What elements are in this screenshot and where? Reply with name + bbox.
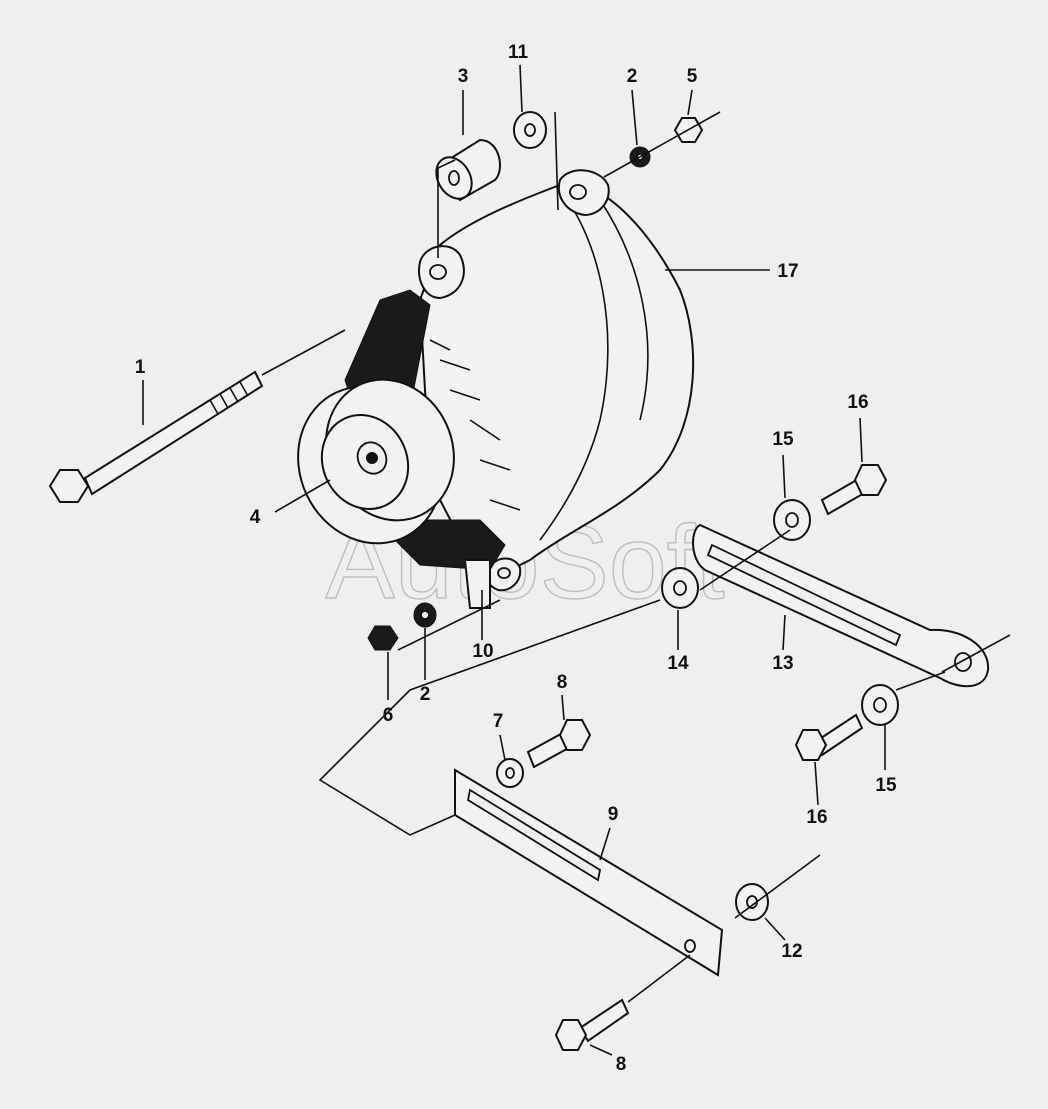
callout-3: 3 xyxy=(458,66,469,87)
callout-17: 17 xyxy=(777,261,798,282)
callout-6: 6 xyxy=(383,705,394,726)
callouts: 1 2 2 3 4 5 6 7 8 8 9 10 11 12 13 14 15 … xyxy=(135,42,897,1075)
adjusting-strap-9 xyxy=(454,768,724,977)
callout-13: 13 xyxy=(772,653,793,674)
callout-12: 12 xyxy=(781,941,802,962)
spacer-bush xyxy=(435,138,501,202)
alternator-body xyxy=(418,169,695,592)
callout-4: 4 xyxy=(250,507,261,528)
bolt-16-bottom xyxy=(794,713,864,761)
callout-15a: 15 xyxy=(772,429,794,450)
callout-9: 9 xyxy=(608,804,619,825)
callout-14: 14 xyxy=(667,653,689,674)
callout-1: 1 xyxy=(135,357,146,378)
callout-8a: 8 xyxy=(557,672,568,693)
callout-7: 7 xyxy=(493,711,504,732)
callout-5: 5 xyxy=(687,66,698,87)
bracket-10 xyxy=(463,559,491,609)
callout-15b: 15 xyxy=(875,775,897,796)
callout-10: 10 xyxy=(472,641,493,662)
callout-16b: 16 xyxy=(806,807,827,828)
callout-16a: 16 xyxy=(847,392,868,413)
adjusting-strap-13 xyxy=(692,523,990,688)
washer-15-top xyxy=(773,499,811,541)
washer-15-bottom xyxy=(861,684,899,726)
callout-2a: 2 xyxy=(627,66,638,87)
callout-2b: 2 xyxy=(420,684,431,705)
pulley xyxy=(297,378,455,545)
callout-8b: 8 xyxy=(616,1054,627,1075)
leader-lines xyxy=(142,64,1011,1056)
washer-11 xyxy=(513,111,547,149)
bolt-8-bottom xyxy=(554,998,630,1051)
callout-11: 11 xyxy=(508,42,529,63)
washer-2-bottom xyxy=(413,602,437,628)
bolt-16-top xyxy=(820,464,888,516)
nut-6 xyxy=(367,625,399,651)
washer-14 xyxy=(661,567,699,609)
washer-7 xyxy=(496,758,524,788)
bolt-8-top xyxy=(526,719,592,769)
long-bolt xyxy=(48,370,264,503)
